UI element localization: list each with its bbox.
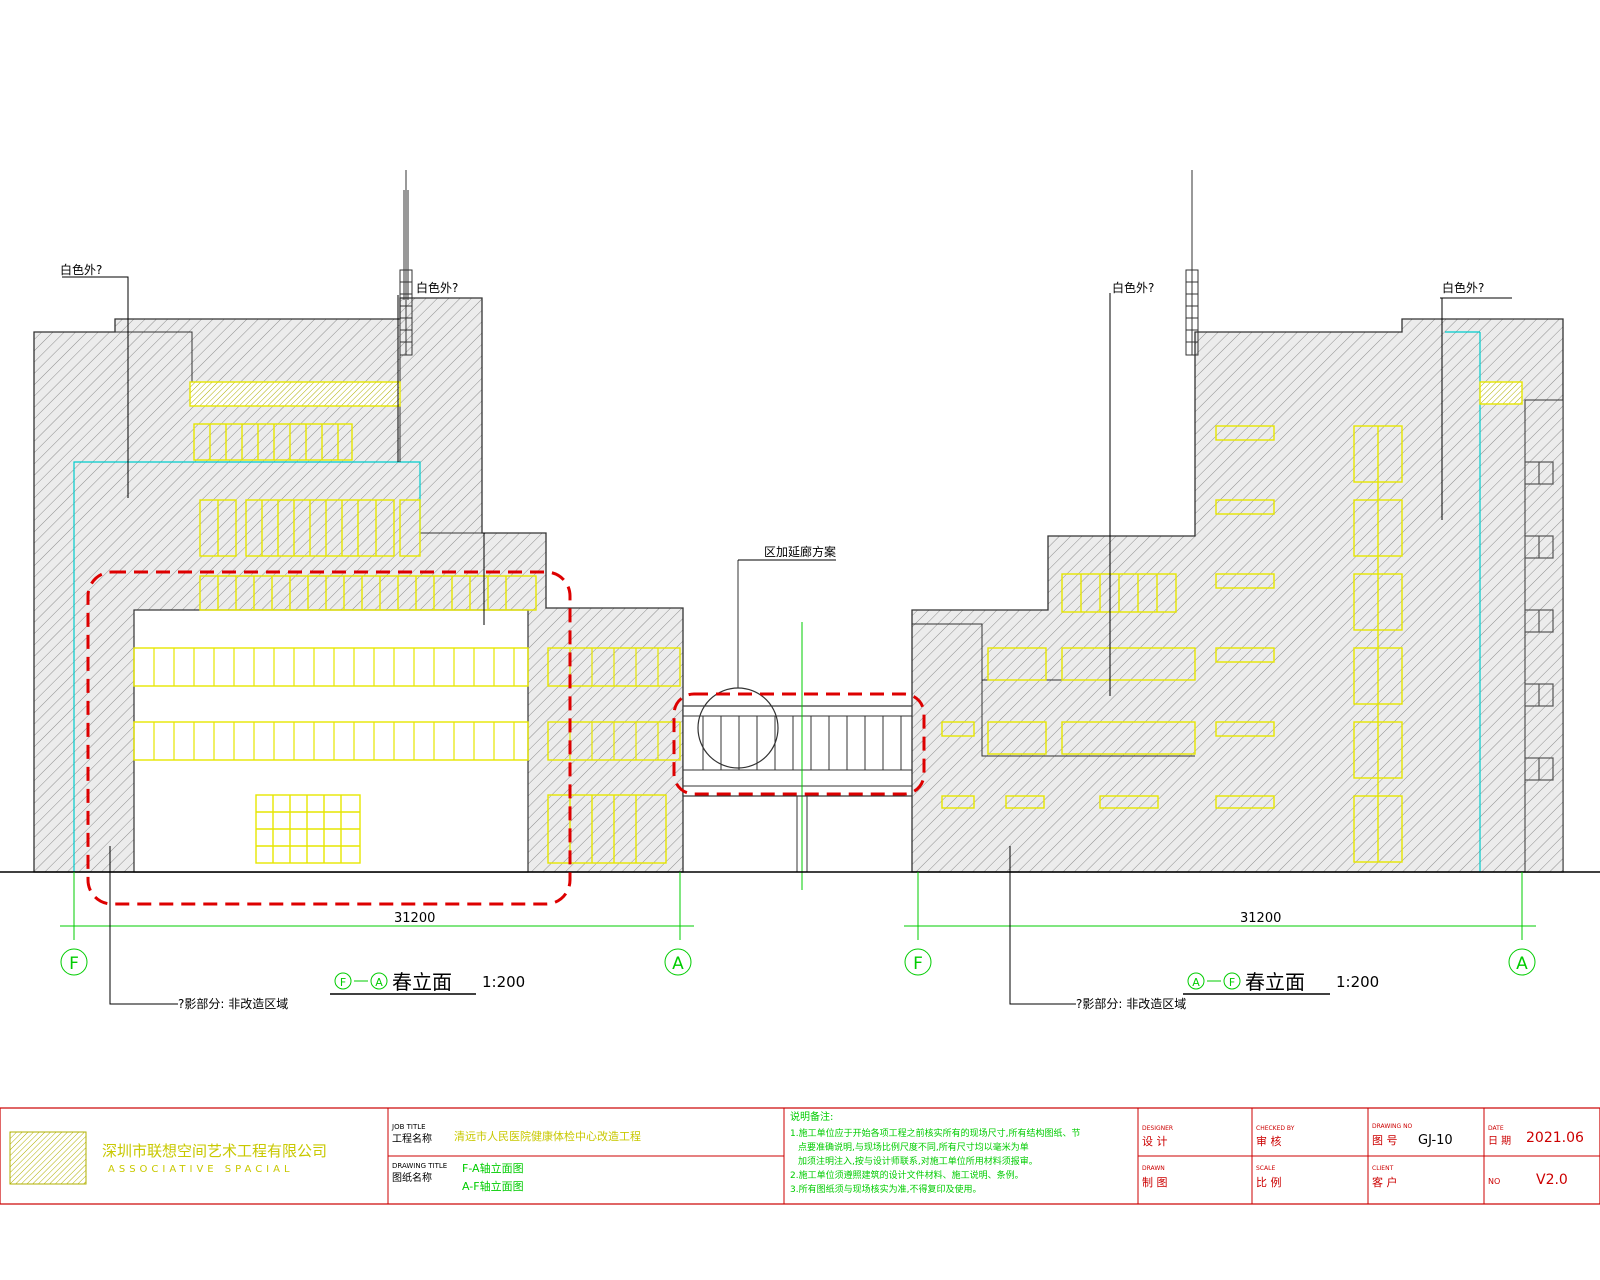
drawing-no-en: DRAWING NO: [1372, 1123, 1413, 1130]
right-elevation: [911, 170, 1564, 873]
axis-label-right-end: A: [1516, 954, 1528, 974]
notes-title: 说明备注:: [790, 1110, 833, 1123]
checked-en: CHECKED BY: [1256, 1125, 1295, 1132]
left-elevation-title: F A 春立面 1:200: [330, 970, 525, 995]
drawing-title-2: A-F轴立面图: [462, 1179, 524, 1193]
drawing-no-cn: 图 号: [1372, 1134, 1398, 1147]
annotation-white-exterior-2: 白色外?: [416, 280, 458, 295]
drawing-title-cn: 图纸名称: [392, 1171, 432, 1184]
scale-en: SCALE: [1256, 1165, 1275, 1172]
dimensions: [60, 872, 1536, 976]
left-elevation-scale: 1:200: [482, 973, 525, 991]
right-antenna: [1185, 170, 1199, 356]
company-logo-icon: [9, 1131, 87, 1185]
svg-text:A: A: [375, 976, 383, 989]
right-windows: [941, 381, 1523, 863]
no-label: NO: [1488, 1177, 1500, 1186]
scale-cn: 比 例: [1256, 1175, 1282, 1189]
right-building-mass: [911, 318, 1564, 873]
company-name-cn: 深圳市联想空间艺术工程有限公司: [102, 1142, 327, 1160]
company-name-en: ASSOCIATIVE SPACIAL: [108, 1164, 294, 1175]
job-title-en: JOB TITLE: [391, 1123, 426, 1131]
date-en: DATE: [1488, 1125, 1504, 1132]
right-elevation-name: 春立面: [1245, 970, 1305, 994]
left-renovation-facade: [133, 609, 529, 873]
axis-label-right-start: F: [913, 954, 923, 974]
axis-bubble-left-start: [60, 948, 88, 976]
axis-bubble-right-end: [1508, 948, 1536, 976]
drawing-title-1: F-A轴立面图: [462, 1161, 524, 1175]
designer-en: DESIGNER: [1142, 1125, 1173, 1132]
drawing-title-en: DRAWING TITLE: [392, 1162, 447, 1170]
note-line-3: 加须注明注入,按与设计师联系,对施工单位所用材料须报审。: [798, 1155, 1038, 1167]
drawn-cn: 制 图: [1142, 1176, 1168, 1189]
right-dimension-value: 31200: [1240, 911, 1281, 926]
drawn-en: DRAWN: [1142, 1165, 1165, 1172]
left-windows: [133, 381, 681, 864]
version-value: V2.0: [1536, 1172, 1568, 1188]
right-side-windows: [1524, 461, 1554, 781]
svg-text:F: F: [340, 976, 346, 989]
left-antenna: [399, 170, 413, 462]
corridor: [682, 560, 916, 890]
svg-text:F: F: [1229, 976, 1235, 989]
drawing-no-value: GJ-10: [1418, 1133, 1453, 1148]
title-block: 深圳市联想空间艺术工程有限公司 ASSOCIATIVE SPACIAL JOB …: [0, 1107, 1600, 1205]
client-en: CLIENT: [1372, 1165, 1394, 1172]
annotation-shadow-note-right: ?影部分: 非改造区域: [1076, 996, 1186, 1011]
checked-cn: 审 核: [1256, 1134, 1282, 1148]
annotation-white-exterior-1: 白色外?: [60, 262, 102, 277]
date-value: 2021.06: [1526, 1130, 1584, 1146]
client-cn: 客 户: [1372, 1175, 1398, 1189]
annotation-shadow-note-left: ?影部分: 非改造区域: [178, 996, 288, 1011]
corridor-highlight: [672, 692, 926, 796]
annotation-white-exterior-4: 白色外?: [1442, 280, 1484, 295]
right-elevation-scale: 1:200: [1336, 973, 1379, 991]
note-line-2: 点要准确说明,与现场比例尺度不同,所有尺寸均以毫米为单: [798, 1141, 1029, 1153]
right-elevation-title: A F 春立面 1:200: [1183, 970, 1379, 995]
annotation-bridge-plan: 区加延廊方案: [764, 544, 836, 559]
axis-bubble-right-start: [904, 948, 932, 976]
left-dimension-value: 31200: [394, 911, 435, 926]
job-title-value: 清远市人民医院健康体检中心改造工程: [454, 1129, 641, 1143]
svg-text:A: A: [1192, 976, 1200, 989]
axis-bubble-left-end: [664, 948, 692, 976]
note-line-4: 2.施工单位须遵照建筑的设计文件材料、施工说明、条例。: [790, 1169, 1024, 1181]
left-elevation-name: 春立面: [392, 970, 452, 994]
axis-label-left-end: A: [672, 954, 684, 974]
designer-cn: 设 计: [1142, 1135, 1168, 1148]
date-cn: 日 期: [1488, 1135, 1511, 1147]
job-title-cn: 工程名称: [392, 1132, 432, 1145]
leader-lines: [62, 276, 1512, 1005]
axis-label-left-start: F: [69, 954, 79, 974]
left-elevation: [33, 170, 684, 873]
note-line-5: 3.所有图纸须与现场核实为准,不得复印及使用。: [790, 1183, 981, 1195]
note-line-1: 1.施工单位应于开始各项工程之前核实所有的现场尺寸,所有结构图纸、节: [790, 1127, 1080, 1139]
annotation-white-exterior-3: 白色外?: [1112, 280, 1154, 295]
